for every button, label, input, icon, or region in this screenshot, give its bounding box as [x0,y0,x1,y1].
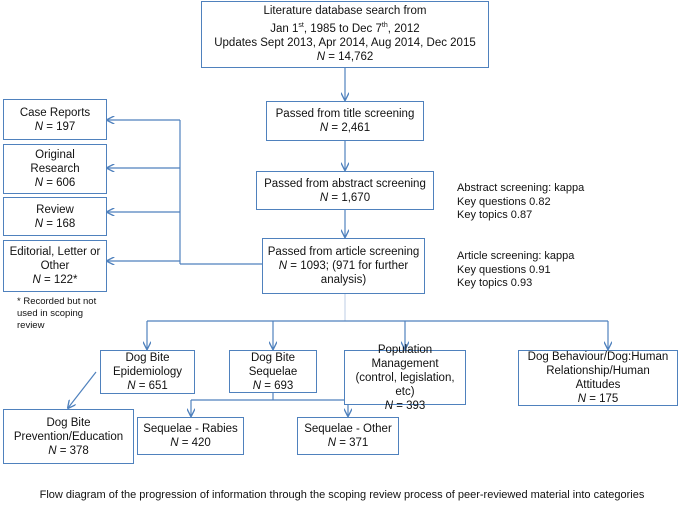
search-box: Literature database search from Jan 1st,… [201,1,489,68]
sequelae-box: Dog Bite Sequelae N = 693 [229,350,317,393]
search-line1: Literature database search from [263,5,427,18]
dog-behaviour-box: Dog Behaviour/Dog:Human Relationship/Hum… [518,350,678,406]
figure-caption: Flow diagram of the progression of infor… [39,489,645,501]
search-count: N = 14,762 [316,51,374,64]
arrow-to-prevention [68,371,97,408]
sequelae-other-box: Sequelae - Other N = 371 [297,417,399,455]
article-screening-label: Passed from article screening [267,246,420,258]
article-kappa-note: Article screening: kappa Key questions 0… [457,250,575,289]
title-screening-label: Passed from title screening [275,108,415,120]
search-updates: Updates Sept 2013, Apr 2014, Aug 2014, D… [214,36,476,49]
search-date-range: Jan 1st, 1985 to Dec 7th, 2012 [270,21,420,35]
article-screening-box: Passed from article screening N = 1093; … [262,238,425,294]
prevention-education-box: Dog Bite Prevention/Education N = 378 [3,409,134,464]
original-research-box: Original Research N = 606 [3,144,107,194]
population-management-box: Population Management (control, legislat… [344,344,466,412]
case-reports-box: Case Reports N = 197 [3,99,107,140]
sequelae-rabies-box: Sequelae - Rabies N = 420 [137,417,244,455]
title-screening-count: N = 2,461 [319,122,371,134]
abstract-kappa-note: Abstract screening: kappa Key questions … [457,182,585,221]
abstract-screening-label: Passed from abstract screening [264,177,426,190]
abstract-screening-box: Passed from abstract screening N = 1,670 [256,171,434,210]
review-box: Review N = 168 [3,197,107,236]
epidemiology-box: Dog Bite Epidemiology N = 651 [100,350,195,394]
abstract-screening-count: N = 1,670 [319,191,371,204]
editorial-box: Editorial, Letter or Other N = 122* [3,240,107,292]
article-screening-count: N = 1093; (971 for further analysis) [278,260,409,286]
footnote-not-used: * Recorded but not used in scoping revie… [17,296,97,331]
title-screening-box: Passed from title screening N = 2,461 [266,101,424,141]
